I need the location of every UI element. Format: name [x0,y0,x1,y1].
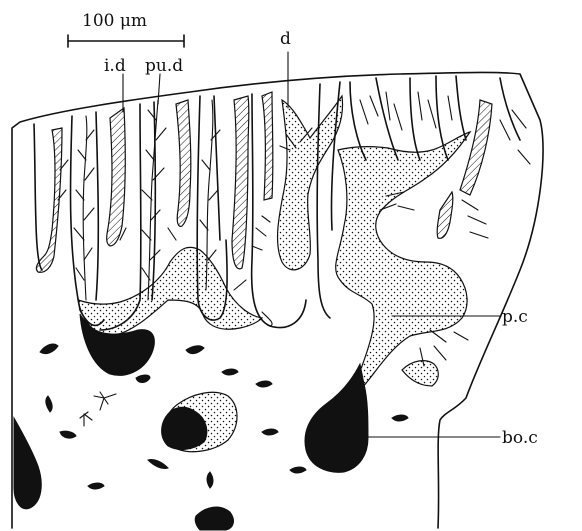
pulp-cavity [78,96,470,452]
label-d: d [280,29,291,49]
bone-cell-clusters [14,314,368,530]
label-i-d: i.d [104,56,126,76]
interdental-strips [36,92,492,272]
label-bo-c: bo.c [502,428,538,448]
scale-bar-label: 100 μm [82,11,147,31]
scale-bar: 100 μm [68,11,184,47]
label-p-c: p.c [502,307,528,327]
label-pu-d: pu.d [145,56,183,76]
